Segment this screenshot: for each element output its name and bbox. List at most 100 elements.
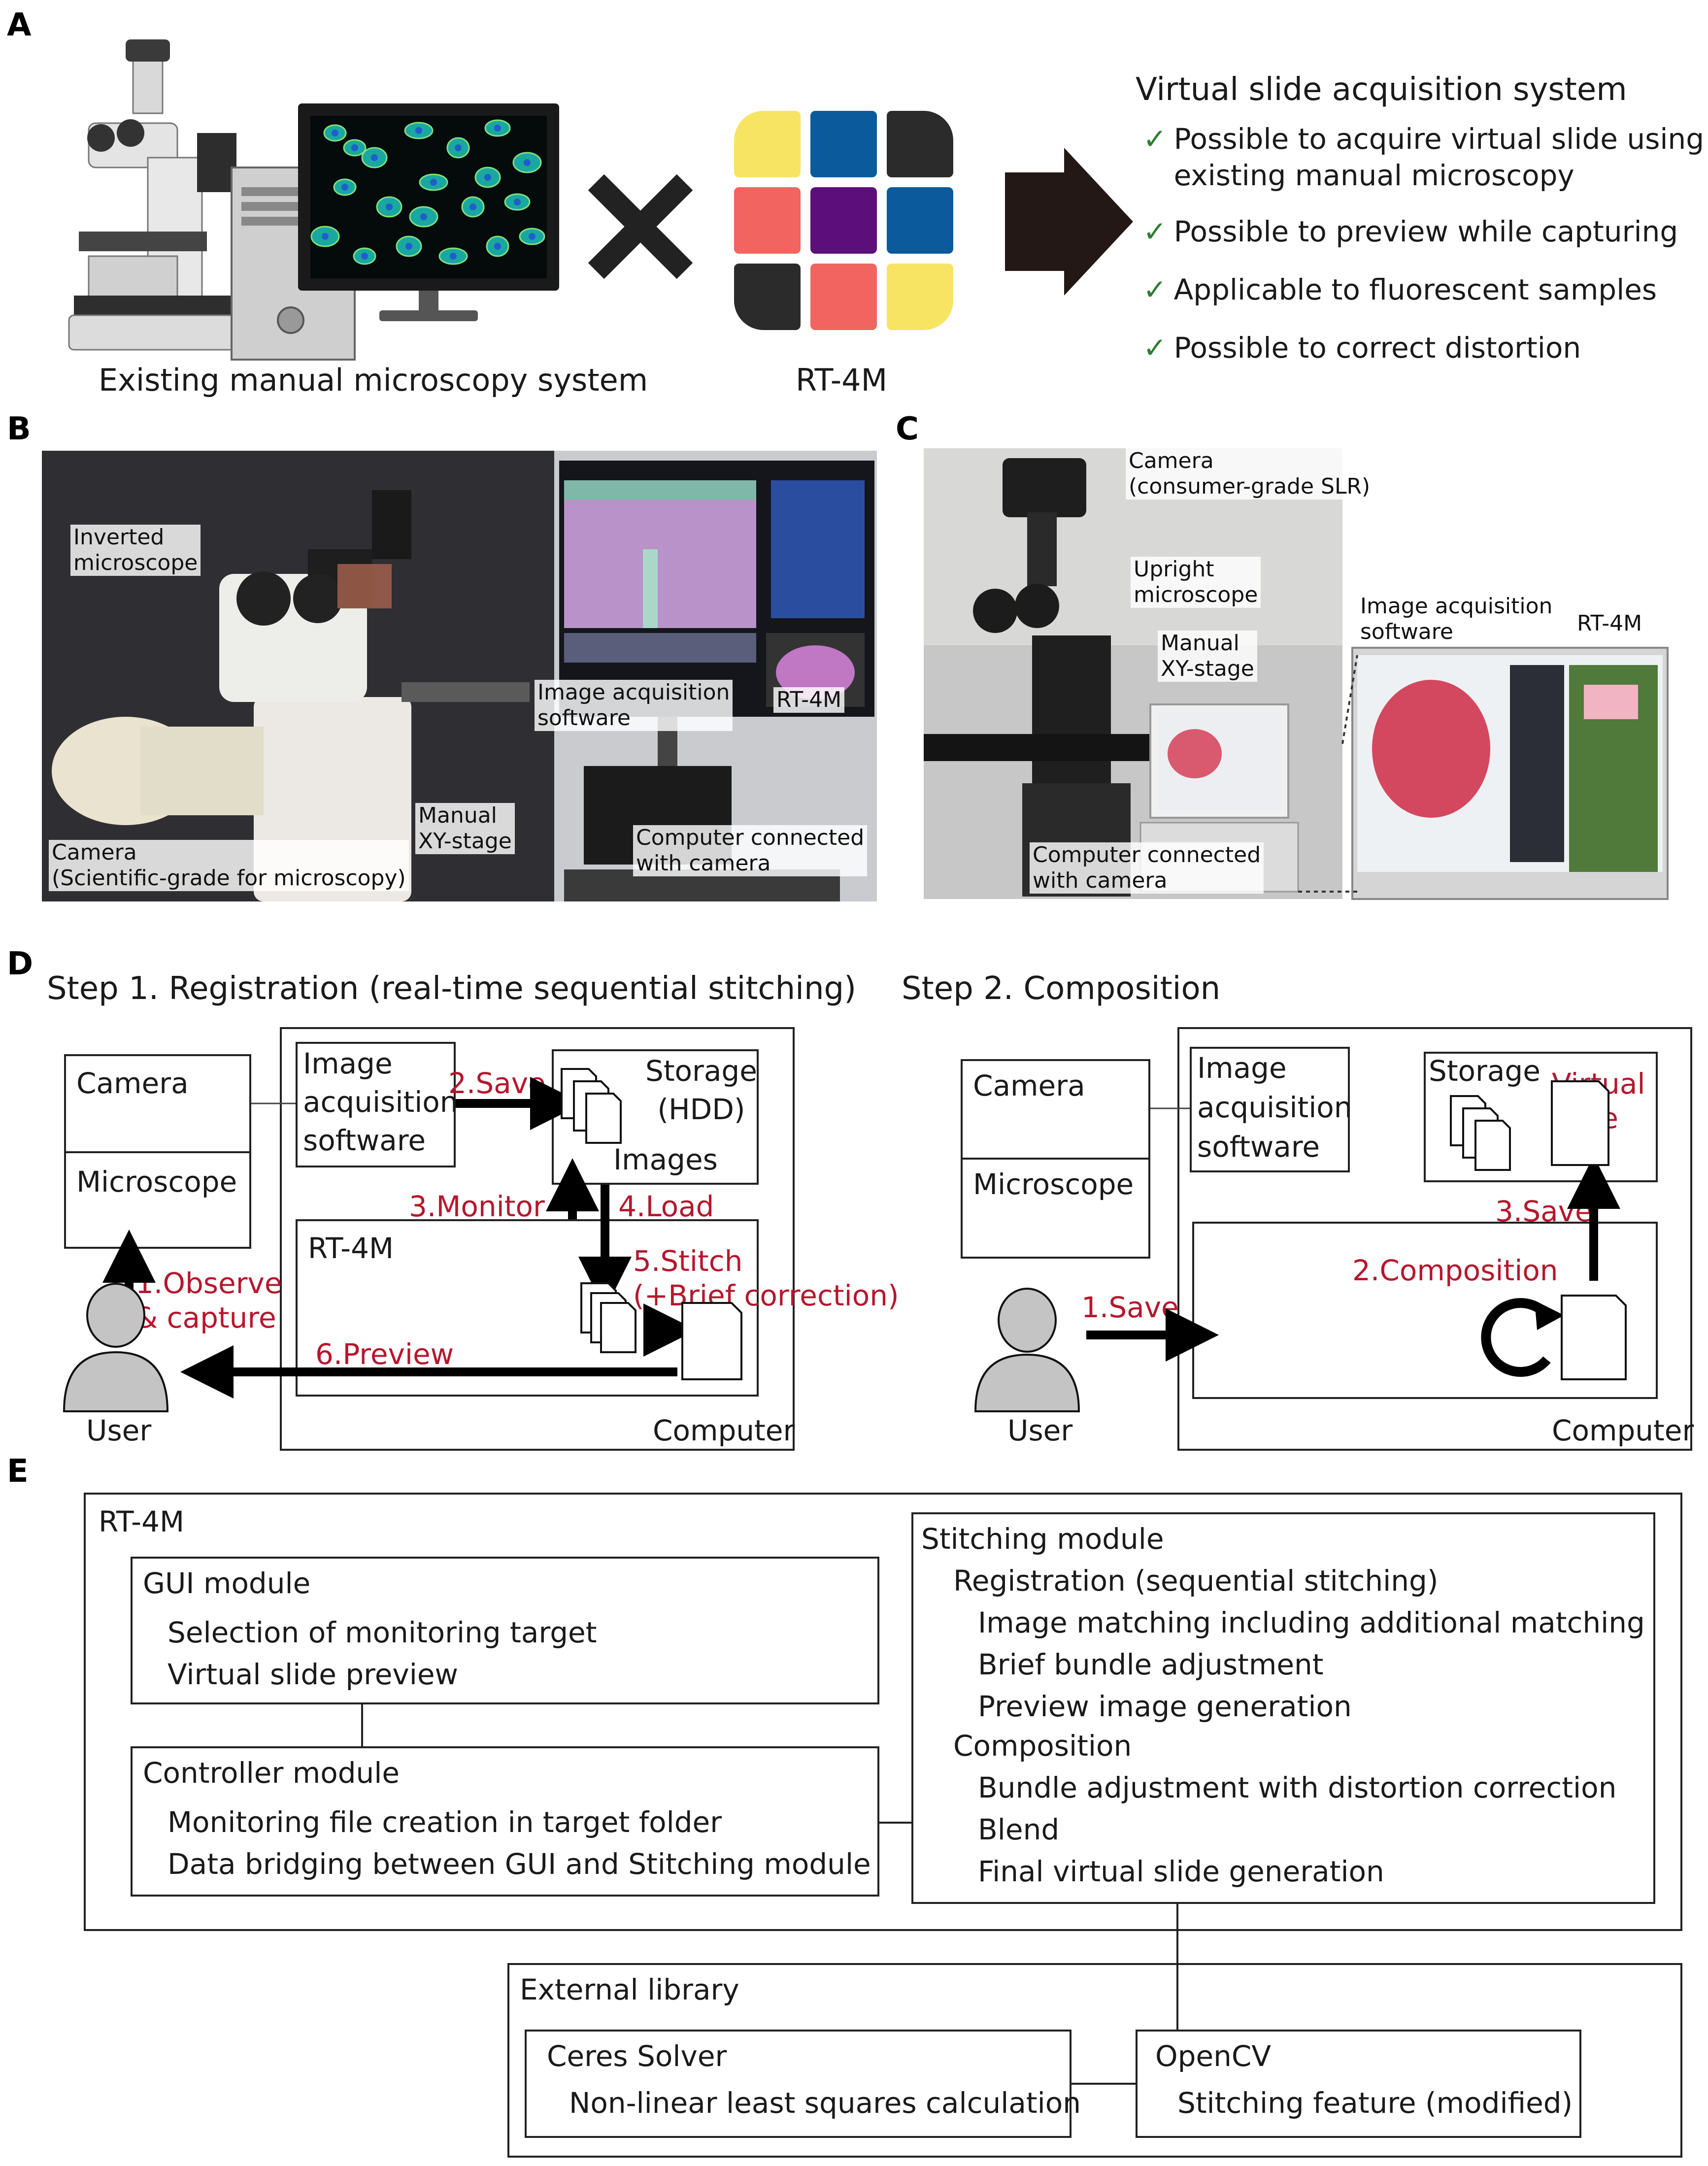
software-label: Image acquisition software bbox=[303, 1047, 458, 1157]
check-icon: ✓ bbox=[1143, 273, 1167, 306]
step-stitch: 5.Stitch (+Brief correction) bbox=[633, 1244, 899, 1312]
cell-mark bbox=[333, 178, 357, 196]
cell-nucleus bbox=[361, 253, 368, 260]
logo-tile bbox=[887, 111, 953, 177]
gui-item: Virtual slide preview bbox=[167, 1658, 458, 1691]
computer-label: Computer bbox=[653, 1414, 795, 1447]
divider bbox=[961, 1158, 1150, 1160]
virtual-slide-label: Virtual slide bbox=[1552, 1067, 1645, 1135]
rt4m-arch-label: RT-4M bbox=[99, 1505, 185, 1538]
step-preview: 6.Preview bbox=[315, 1337, 454, 1371]
tag-image-acquisition-software: Image acquisition software bbox=[535, 680, 733, 731]
cell-mark bbox=[438, 247, 468, 265]
system-title: Virtual slide acquisition system bbox=[1136, 71, 1627, 108]
step1-title: Step 1. Registration (real-time sequenti… bbox=[47, 970, 857, 1007]
logo-tile bbox=[887, 264, 953, 330]
cell-nucleus bbox=[420, 213, 427, 220]
benefit-item: ✓Possible to correct distortion bbox=[1143, 330, 1704, 366]
cell-mark bbox=[461, 196, 485, 218]
existing-system-label: Existing manual microscopy system bbox=[99, 362, 648, 398]
cell-mark bbox=[310, 226, 340, 247]
divider bbox=[64, 1151, 251, 1153]
cell-mark bbox=[474, 167, 501, 188]
software-box-step2 bbox=[1190, 1047, 1350, 1172]
rt4m-label: RT-4M bbox=[796, 362, 888, 398]
cell-nucleus bbox=[386, 203, 393, 210]
stitching-module-box bbox=[911, 1512, 1655, 1904]
images-label: Images bbox=[613, 1143, 718, 1176]
cell-mark bbox=[484, 119, 511, 137]
panel-label-d: D bbox=[7, 946, 33, 982]
user-label: User bbox=[86, 1414, 152, 1447]
user-label-2: User bbox=[1007, 1414, 1073, 1447]
cell-nucleus bbox=[455, 144, 462, 151]
step2-title: Step 2. Composition bbox=[902, 970, 1221, 1007]
external-library-title: External library bbox=[520, 1973, 739, 2006]
cell-mark bbox=[409, 206, 438, 228]
tag-computer-connected: Computer connected with camera bbox=[633, 825, 868, 876]
benefit-item: ✓Possible to acquire virtual slide using… bbox=[1143, 121, 1704, 194]
cell-mark bbox=[446, 137, 470, 159]
gui-module-title: GUI module bbox=[143, 1566, 311, 1600]
tag-computer-connected-c: Computer connected with camera bbox=[1030, 842, 1264, 894]
cell-nucleus bbox=[524, 159, 531, 166]
tag-upright-microscope: Upright microscope bbox=[1131, 557, 1261, 608]
cell-nucleus bbox=[415, 127, 422, 134]
ceres-solver-item: Non-linear least squares calculation bbox=[569, 2086, 1081, 2120]
composition-item: Bundle adjustment with distortion correc… bbox=[978, 1771, 1617, 1804]
step2-composition: 2.Composition bbox=[1352, 1254, 1558, 1287]
gui-item: Selection of monitoring target bbox=[167, 1616, 597, 1649]
check-icon: ✓ bbox=[1143, 215, 1167, 248]
computer-label-2: Computer bbox=[1552, 1414, 1694, 1447]
cell-nucleus bbox=[351, 144, 358, 151]
storage-label-2: Storage bbox=[1429, 1054, 1541, 1088]
logo-tile bbox=[810, 187, 877, 254]
ceres-solver-box bbox=[525, 2030, 1072, 2138]
logo-tile bbox=[734, 264, 801, 330]
panel-label-e: E bbox=[7, 1453, 29, 1490]
controller-module-title: Controller module bbox=[143, 1756, 400, 1790]
cell-mark bbox=[396, 235, 422, 257]
cell-mark bbox=[323, 124, 347, 142]
check-icon: ✓ bbox=[1143, 331, 1167, 365]
microscope-label-2: Microscope bbox=[973, 1167, 1134, 1201]
cell-nucleus bbox=[514, 199, 521, 205]
step-monitor: 3.Monitor bbox=[409, 1190, 545, 1223]
registration-item: Brief bundle adjustment bbox=[978, 1648, 1324, 1681]
check-icon: ✓ bbox=[1143, 122, 1167, 156]
microscope-label: Microscope bbox=[76, 1165, 237, 1199]
step-load: 4.Load bbox=[618, 1190, 714, 1223]
software-label-2: Image acquisition software bbox=[1197, 1051, 1352, 1164]
cell-nucleus bbox=[450, 253, 457, 260]
tag-inverted-microscope: Inverted microscope bbox=[70, 525, 201, 576]
panel-label-c: C bbox=[896, 411, 919, 447]
cell-mark bbox=[404, 122, 434, 139]
software-box-step1 bbox=[296, 1042, 456, 1167]
tag-camera-scientific: Camera (Scientific-grade for microscopy) bbox=[49, 840, 409, 891]
cell-mark bbox=[361, 147, 388, 168]
registration-heading: Registration (sequential stitching) bbox=[953, 1564, 1439, 1598]
logo-tile bbox=[810, 111, 877, 177]
rt4m-logo bbox=[734, 111, 953, 330]
cell-nucleus bbox=[529, 233, 536, 240]
gui-module-box bbox=[131, 1557, 879, 1704]
opencv-item: Stitching feature (modified) bbox=[1177, 2086, 1573, 2120]
tag-manual-xy-stage-c: Manual XY-stage bbox=[1158, 631, 1257, 682]
storage-label: Storage (HDD) bbox=[645, 1054, 757, 1126]
cell-mark bbox=[519, 228, 545, 245]
cell-nucleus bbox=[484, 174, 491, 181]
tag-manual-xy-stage: Manual XY-stage bbox=[415, 803, 515, 854]
benefit-item: ✓Applicable to fluorescent samples bbox=[1143, 271, 1704, 308]
opencv-title: OpenCV bbox=[1155, 2039, 1272, 2073]
cell-nucleus bbox=[469, 203, 476, 210]
logo-tile bbox=[734, 187, 801, 254]
controller-item: Monitoring file creation in target folde… bbox=[167, 1805, 722, 1839]
cell-mark bbox=[419, 173, 448, 191]
stitching-module-title: Stitching module bbox=[921, 1522, 1164, 1556]
tag-rt4m: RT-4M bbox=[773, 687, 845, 713]
photo-upright-setup: Camera (consumer-grade SLR) Upright micr… bbox=[924, 448, 1670, 904]
step2-save1: 1.Save bbox=[1081, 1291, 1179, 1324]
step-observe: 1.Observe & capture bbox=[135, 1266, 282, 1334]
camera-label: Camera bbox=[76, 1066, 189, 1100]
cell-mark bbox=[353, 247, 376, 265]
